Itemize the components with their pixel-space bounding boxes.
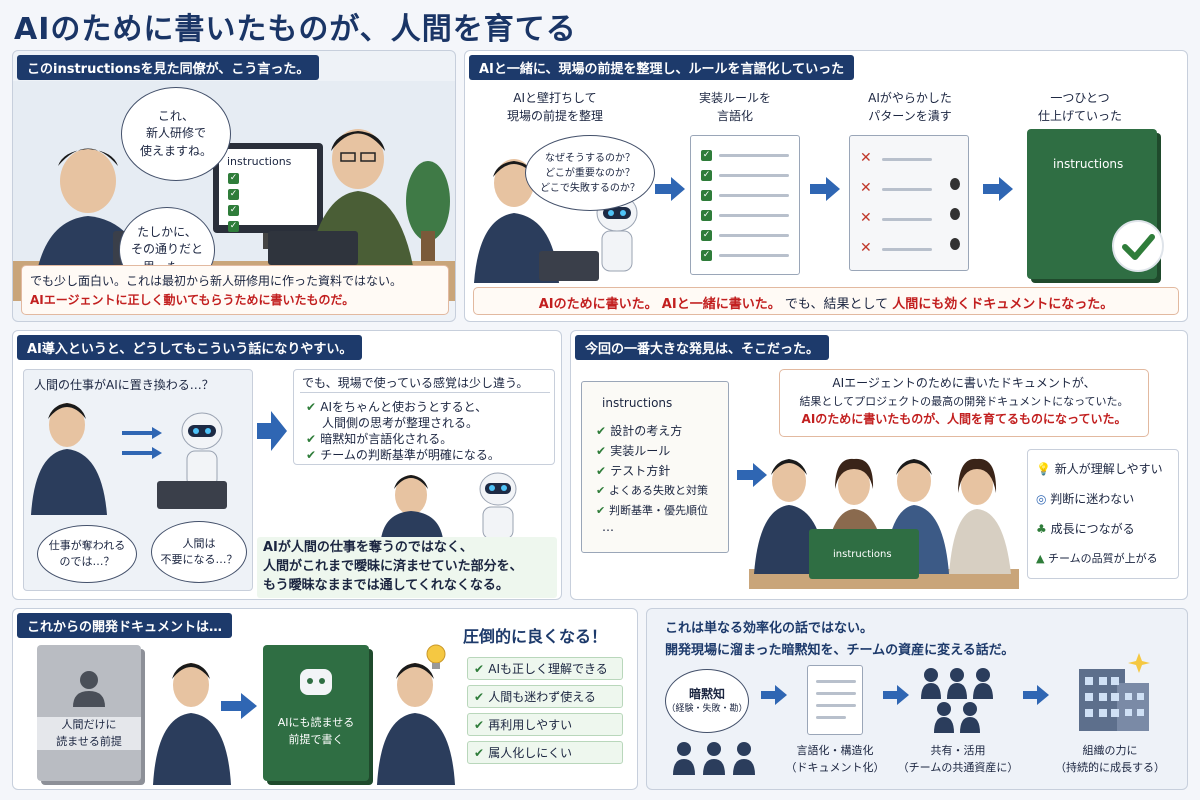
office-building-icon [1079,653,1150,731]
step-2-label: 実装ルールを 言語化 [698,91,771,123]
arrow-right-icon [883,685,909,705]
bug-icon [950,208,960,220]
reality-title: でも、現場で使っている感覚は少し違う。 [302,376,529,390]
benefit-item: ◎ 判断に迷わない [1036,492,1135,506]
panel-4-header: 今回の一番大きな発見は、そこだった。 [575,335,830,360]
panel-colleague-comment: このinstructionsを見た同僚が、こう言った。 instructions… [12,50,456,322]
bug-icon [950,178,960,190]
page-title: AIのために書いたものが、人間を育てる [14,12,577,47]
step-1-label: AIと壁打ちして 現場の前提を整理 [506,91,603,123]
note-line-1: でも少し面白い。これは最初から新人研修用に作った資料ではない。 [30,274,403,288]
benefit-item: ▲ チームの品質が上がる [1036,552,1158,565]
thumbs-up-person-illustration [377,663,455,785]
panel-biggest-discovery: 今回の一番大きな発見は、そこだった。 instructions ✔ 設計の考え方… [570,330,1188,600]
improvement-item: ✔ 人間も迷わず使える [467,685,623,708]
robot-face-icon [300,669,332,695]
reality-item: ✔ チームの判断基準が明確になる。 [306,448,500,462]
arrow-right-icon [655,177,685,201]
speech-bubble-colleague: これ、 新人研修で 使えますね。 [121,87,231,181]
check-icon: ✓ [228,221,239,232]
flow-step-4-label: 組織の力に （持続的に成長する） [1055,744,1165,774]
doc-more: … [602,520,614,534]
arrow-right-icon [257,411,287,451]
failure-pattern-list: ✕ ✕ ✕ ✕ [849,135,969,271]
check-icon: ✓ [228,189,239,200]
book-label: instructions [1053,157,1124,171]
panel-6-line-2: 開発現場に溜まった暗黙知を、チームの資産に変える話だ。 [665,643,1015,658]
improvement-item: ✔ 再利用しやすい [467,713,623,736]
book-label: instructions [833,549,892,560]
note-line-2: AIエージェントに正しく動いてもらうために書いたものだ。 [30,293,355,308]
reality-item: ✔ AIをちゃんと使おうとすると、 [306,400,488,414]
panel-tacit-knowledge: これは単なる効率化の話ではない。 開発現場に溜まった暗黙知を、チームの資産に変え… [646,608,1188,790]
step-4-label: 一つひとつ 仕上げていった [1037,91,1122,123]
panel-2-header: AIと一緒に、現場の前提を整理し、ルールを言語化していった [469,55,855,80]
panel-6-line-1: これは単なる効率化の話ではない。 [665,621,874,636]
improvement-item: ✔ AIも正しく理解できる [467,657,623,680]
panel-5-header: これからの開発ドキュメントは… [17,613,233,638]
doc-title: instructions [602,396,673,410]
human-only-label: 人間だけに 読ませる前提 [37,717,141,750]
arrow-right-icon [810,177,840,201]
panel-future-docs: これからの開発ドキュメントは… 人間だけに 読ませる前提 AIにも読ませる 前提… [12,608,638,790]
arrow-right-icon [737,463,767,487]
improvement-item: ✔ 属人化しにくい [467,741,623,764]
reality-item: 人間側の思考が整理される。 [322,416,479,430]
growth-chart-icon: ▲ [1036,552,1048,565]
panel-1-header: このinstructionsを見た同僚が、こう言った。 [17,55,320,80]
people-group-icon [673,742,755,775]
thought-bubble-questions: なぜそうするのか？ どこが重要なのか？ どこで失敗するのか？ [525,135,655,211]
ai-readable-book: AIにも読ませる 前提で書く [263,645,369,781]
team-network-icon [921,668,993,733]
instructions-document: instructions ✔ 設計の考え方 ✔ 実装ルール ✔ テスト方針 ✔ … [581,381,729,553]
arrow-right-icon [761,685,787,705]
discovery-message: AIエージェントのために書いたドキュメントが、 結果としてプロジェクトの最高の開… [779,369,1149,437]
note-red-1: AIのために書いた。 [538,297,658,312]
user-silhouette-icon [73,671,105,707]
flow-step-2-label: 言語化・構造化 （ドキュメント化） [785,744,885,774]
checkmark-badge-icon [1112,220,1164,272]
note-mid: でも、結果として [784,297,889,312]
panel-writing-with-ai: AIと一緒に、現場の前提を整理し、ルールを言語化していった AIと壁打ちして 現… [464,50,1188,322]
note-red-3: 人間にも効くドキュメントになった。 [892,297,1114,312]
reality-item: ✔ 暗黙知が言語化される。 [306,432,453,446]
check-icon: ✓ [228,205,239,216]
improvement-headline: 圧倒的に良くなる！ [463,627,608,646]
document-icon [807,665,863,735]
question-text: 人間の仕事がAIに置き換わる…？ [34,378,214,392]
panel-3-header: AI導入というと、どうしてもこういう話になりやすい。 [17,335,363,360]
sprout-icon: ♣ [1036,522,1051,536]
reality-box: でも、現場で使っている感覚は少し違う。 ✔ AIをちゃんと使おうとすると、 人間… [293,369,555,465]
person-with-robot-illustration [474,159,638,283]
arrow-right-icon [1023,685,1049,705]
thought-bubble-humans-unneeded: 人間は 不要になる…？ [151,521,247,583]
checklist-document: ✓ ✓ ✓ ✓ ✓ ✓ [690,135,800,275]
lightbulb-icon [426,644,446,669]
bug-icon [950,238,960,250]
person-replaced-by-robot-illustration [31,403,227,515]
panel-2-note: AIのために書いた。 AIと一緒に書いた。 でも、結果として 人間にも効くドキュ… [473,287,1179,315]
note-red-2: AIと一緒に書いた。 [661,297,781,312]
benefits-box: 💡 新人が理解しやすい ◎ 判断に迷わない ♣ 成長につながる ▲ チームの品質… [1027,449,1179,579]
thought-bubble-job-loss: 仕事が奪われる のでは…？ [37,525,137,583]
team-reading-illustration [749,458,1019,589]
panel-3-conclusion: AIが人間の仕事を奪うのではなく、 人間がこれまで曖昧に済ませていた部分を、 も… [257,537,557,598]
lightbulb-icon: 💡 [1036,462,1055,476]
benefit-item: 💡 新人が理解しやすい [1036,462,1163,476]
person-and-robot-collab-illustration [381,472,517,539]
benefit-item: ♣ 成長につながる [1036,522,1135,536]
arrow-right-icon [221,693,257,719]
compass-icon: ◎ [1036,492,1051,506]
human-only-book: 人間だけに 読ませる前提 [37,645,141,781]
check-icon: ✓ [228,173,239,184]
flow-step-3-label: 共有・活用 （チームの共通資産に） [897,744,1019,774]
panel-1-note: でも少し面白い。これは最初から新人研修用に作った資料ではない。 AIエージェント… [21,265,449,315]
monitor-label: instructions [227,155,292,168]
tacit-knowledge-bubble: 暗黙知 （経験・失敗・勘） [665,669,749,733]
panel-ai-adoption: AI導入というと、どうしてもこういう話になりやすい。 人間の仕事がAIに置き換わ… [12,330,562,600]
step-3-label: AIがやらかした パターンを潰す [868,91,952,123]
arrow-right-icon [983,177,1013,201]
ai-readable-label: AIにも読ませる 前提で書く [277,716,355,746]
thinking-person-illustration [153,663,231,785]
